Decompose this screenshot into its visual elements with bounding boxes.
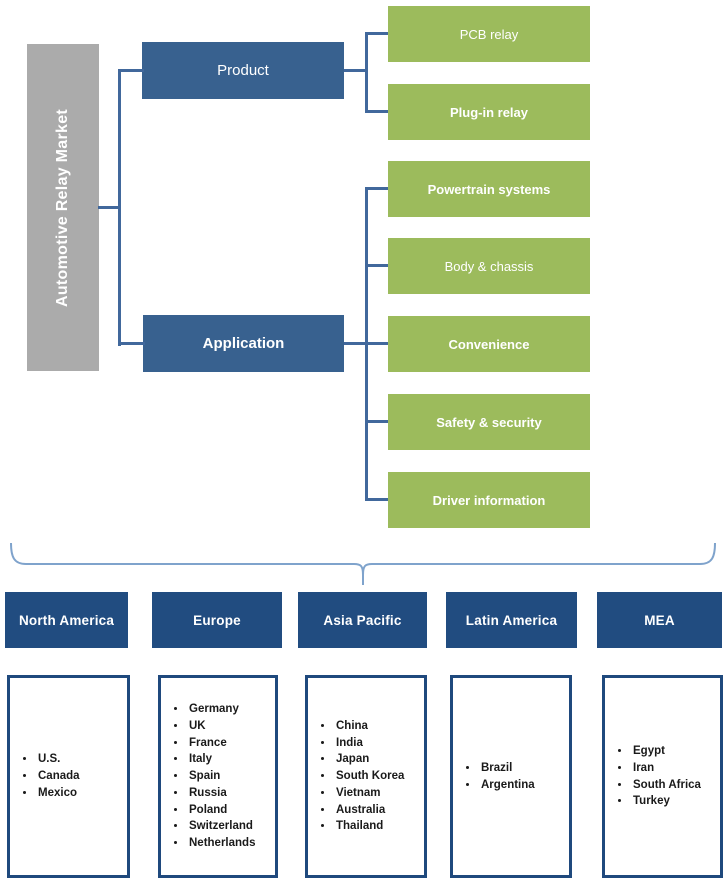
region-list-asia-pacific: ChinaIndiaJapanSouth KoreaVietnamAustral… [305, 675, 427, 878]
country-item: Iran [631, 760, 701, 777]
connector-line [365, 110, 388, 113]
country-item: Spain [187, 768, 255, 785]
country-item: Brazil [479, 760, 535, 777]
country-list: ChinaIndiaJapanSouth KoreaVietnamAustral… [308, 718, 404, 835]
country-item: South Korea [334, 768, 404, 785]
connector-line [365, 420, 388, 423]
country-item: Canada [36, 768, 80, 785]
connector-line [98, 206, 119, 209]
connector-line [365, 187, 388, 190]
country-item: U.S. [36, 751, 80, 768]
region-list-europe: GermanyUKFranceItalySpainRussiaPolandSwi… [158, 675, 278, 878]
sub-driver-information: Driver information [388, 472, 590, 528]
country-item: India [334, 735, 404, 752]
connector-line [365, 264, 388, 267]
connector-line [365, 32, 388, 35]
country-list: U.S.CanadaMexico [10, 751, 80, 801]
country-item: South Africa [631, 777, 701, 794]
country-list: BrazilArgentina [453, 760, 535, 793]
country-item: Argentina [479, 777, 535, 794]
country-item: UK [187, 718, 255, 735]
country-item: Netherlands [187, 835, 255, 852]
country-item: Italy [187, 751, 255, 768]
segment-product: Product [142, 42, 344, 99]
region-header-mea: MEA [597, 592, 722, 648]
country-item: Turkey [631, 793, 701, 810]
segment-application: Application [143, 315, 344, 372]
root-market-label: Automotive Relay Market [54, 108, 72, 307]
sub-body-chassis: Body & chassis [388, 238, 590, 294]
connector-line [365, 342, 388, 345]
connector-line [118, 69, 121, 346]
country-item: France [187, 735, 255, 752]
region-list-north-america: U.S.CanadaMexico [7, 675, 130, 878]
sub-plug-in-relay: Plug-in relay [388, 84, 590, 140]
country-item: China [334, 718, 404, 735]
country-item: Russia [187, 785, 255, 802]
region-header-europe: Europe [152, 592, 282, 648]
sub-pcb-relay: PCB relay [388, 6, 590, 62]
connector-line [344, 69, 368, 72]
region-header-asia-pacific: Asia Pacific [298, 592, 427, 648]
connector-line [118, 342, 145, 345]
region-list-latin-america: BrazilArgentina [450, 675, 572, 878]
sub-convenience: Convenience [388, 316, 590, 372]
sub-powertrain-systems: Powertrain systems [388, 161, 590, 217]
country-list: GermanyUKFranceItalySpainRussiaPolandSwi… [161, 701, 255, 851]
region-header-latin-america: Latin America [446, 592, 577, 648]
region-list-mea: EgyptIranSouth AfricaTurkey [602, 675, 723, 878]
country-item: Australia [334, 802, 404, 819]
country-item: Japan [334, 751, 404, 768]
country-list: EgyptIranSouth AfricaTurkey [605, 743, 701, 810]
connector-line [118, 69, 144, 72]
brace [10, 542, 716, 585]
country-item: Germany [187, 701, 255, 718]
connector-line [365, 32, 368, 113]
connector-line [344, 342, 368, 345]
sub-safety-security: Safety & security [388, 394, 590, 450]
country-item: Mexico [36, 785, 80, 802]
country-item: Egypt [631, 743, 701, 760]
region-header-north-america: North America [5, 592, 128, 648]
connector-line [365, 498, 388, 501]
root-market-box: Automotive Relay Market [27, 44, 99, 371]
country-item: Poland [187, 802, 255, 819]
country-item: Switzerland [187, 818, 255, 835]
country-item: Thailand [334, 818, 404, 835]
country-item: Vietnam [334, 785, 404, 802]
